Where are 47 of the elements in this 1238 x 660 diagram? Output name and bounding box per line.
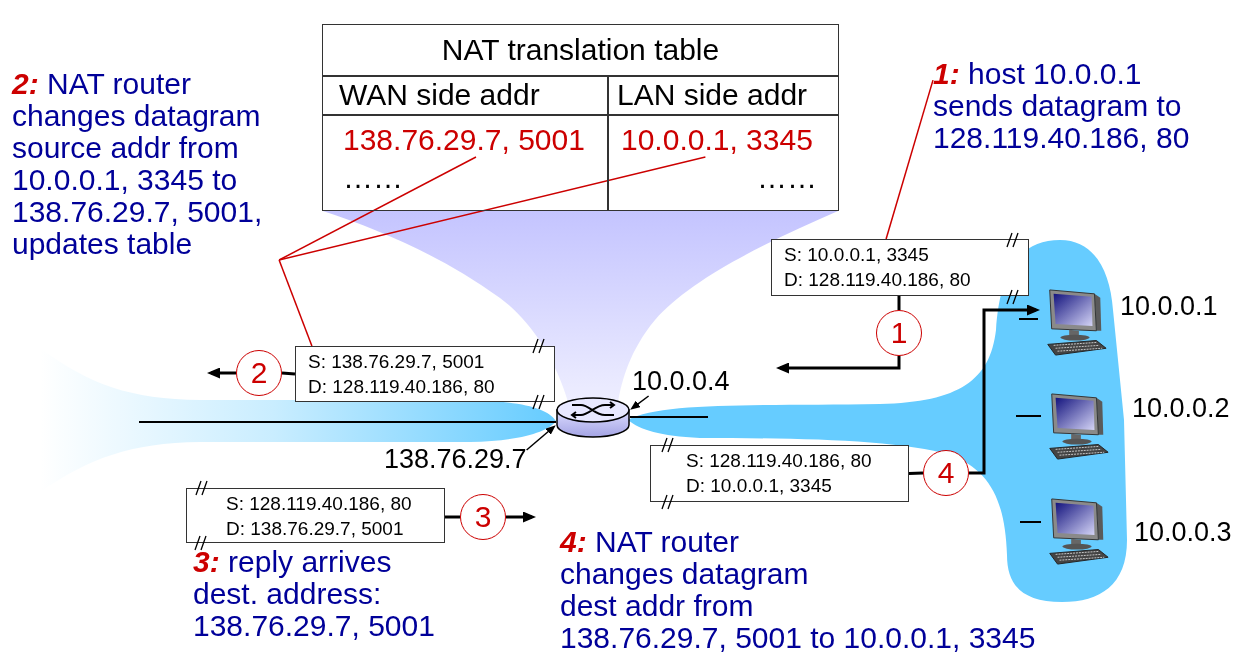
callout-text: 1: host 10.0.0.1 sends datagram to 128.119.40.186, 80 [933, 58, 1221, 154]
leader-line [278, 156, 707, 261]
destination-address-line: D: 138.76.29.7, 5001 [226, 518, 404, 540]
connector-line [897, 296, 901, 310]
arrow [776, 356, 901, 374]
ip-address-label: 10.0.0.4 [632, 366, 730, 396]
ellipsis-text: …… [343, 161, 403, 195]
step-number-badge: 1 [876, 310, 922, 356]
step-number-badge: 4 [923, 450, 969, 496]
ellipsis-text: …… [757, 161, 817, 195]
source-address-line: S: 128.119.40.186, 80 [226, 493, 412, 515]
datagram-box [295, 346, 555, 402]
ip-address-label: 138.76.29.7 [384, 444, 527, 474]
source-address-line: S: 128.119.40.186, 80 [686, 450, 872, 472]
leader-line [278, 259, 313, 347]
connector-line [281, 371, 296, 376]
datagram-box [186, 488, 445, 543]
destination-address-line: D: 128.119.40.186, 80 [784, 269, 971, 291]
callout-text: 3: reply arrives dest. address: 138.76.29.7, 5001 [193, 546, 436, 642]
source-address-line: S: 138.76.29.7, 5001 [308, 351, 485, 373]
address-entry: 10.0.0.1, 3345 [621, 123, 813, 157]
column-header: LAN side addr [617, 78, 808, 112]
arrow [630, 395, 650, 410]
source-address-line: S: 10.0.0.1, 3345 [784, 244, 929, 266]
table-title: NAT translation table [441, 33, 720, 67]
datagram-box [650, 445, 909, 502]
address-entry: 138.76.29.7, 5001 [343, 123, 585, 157]
callout-text: 2: NAT router changes datagram source addr from 10.0.0.1, 3345 to 138.76.29.7, 5001, updates table [12, 68, 284, 260]
translation-table [322, 24, 839, 211]
connector-line [908, 471, 924, 475]
leader-line [278, 156, 477, 261]
step-number-badge: 3 [460, 494, 506, 540]
ip-address-label: 10.0.0.2 [1132, 393, 1230, 423]
step-number-badge: 2 [236, 350, 282, 396]
arrow [525, 425, 556, 451]
callout-text: 4: NAT router changes datagram dest addr from 138.76.29.7, 5001 to 10.0.0.1, 3345 [560, 526, 1037, 654]
connector-line [445, 515, 460, 519]
destination-address-line: D: 10.0.0.1, 3345 [686, 475, 832, 497]
arrow [207, 367, 236, 379]
arrow [506, 511, 536, 523]
datagram-box [771, 239, 1029, 296]
ip-address-label: 10.0.0.3 [1134, 517, 1232, 547]
ip-address-label: 10.0.0.1 [1120, 291, 1218, 321]
leader-line [885, 79, 934, 240]
destination-address-line: D: 128.119.40.186, 80 [308, 376, 495, 398]
arrow [969, 304, 1040, 475]
column-header: WAN side addr [339, 78, 540, 112]
